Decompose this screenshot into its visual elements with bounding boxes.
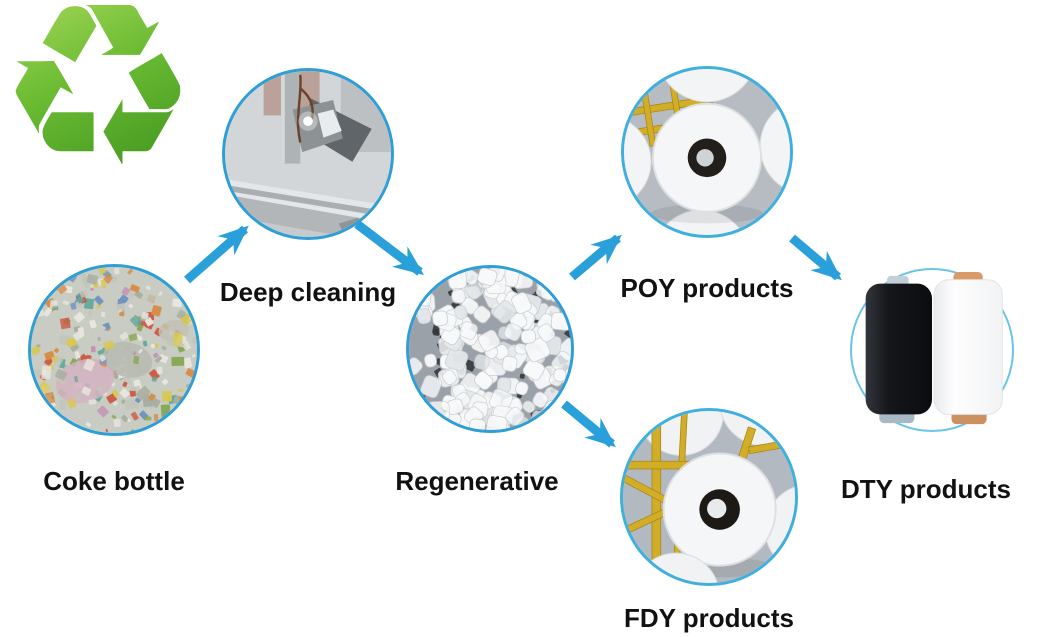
plastic-flakes-image	[31, 267, 197, 433]
fdy-spools-image	[623, 411, 795, 583]
recycle-icon: ♻	[0, 0, 204, 212]
node-fdy: FDY products	[620, 408, 798, 633]
node-label-fdy: FDY products	[624, 603, 794, 633]
washing-machine-image	[225, 71, 391, 237]
plastic-pellets-image	[409, 268, 571, 430]
node-poy: POY products	[621, 66, 793, 303]
poy-photo	[621, 66, 793, 238]
node-label-regenerative: Regenerative	[395, 466, 559, 496]
node-label-poy: POY products	[620, 273, 794, 303]
coke-bottle-photo	[28, 264, 200, 436]
node-coke-bottle: Coke bottle	[28, 264, 200, 496]
dty-photo	[850, 268, 1014, 432]
regenerative-photo	[406, 265, 574, 433]
node-dty: DTY products	[841, 268, 1014, 504]
node-deep-cleaning: Deep cleaning	[220, 68, 396, 307]
poy-spools-image	[624, 69, 790, 235]
node-label-coke-bottle: Coke bottle	[43, 466, 185, 496]
node-label-dty: DTY products	[841, 474, 1011, 504]
dty-bobbins-image	[865, 271, 1003, 425]
arrow-poy-to-dty	[789, 234, 842, 281]
node-regenerative: Regenerative	[395, 265, 574, 496]
arrow-regenerative-to-poy	[569, 234, 622, 281]
fdy-photo	[620, 408, 798, 586]
deep-cleaning-photo	[222, 68, 394, 240]
node-label-deep-cleaning: Deep cleaning	[219, 277, 397, 307]
